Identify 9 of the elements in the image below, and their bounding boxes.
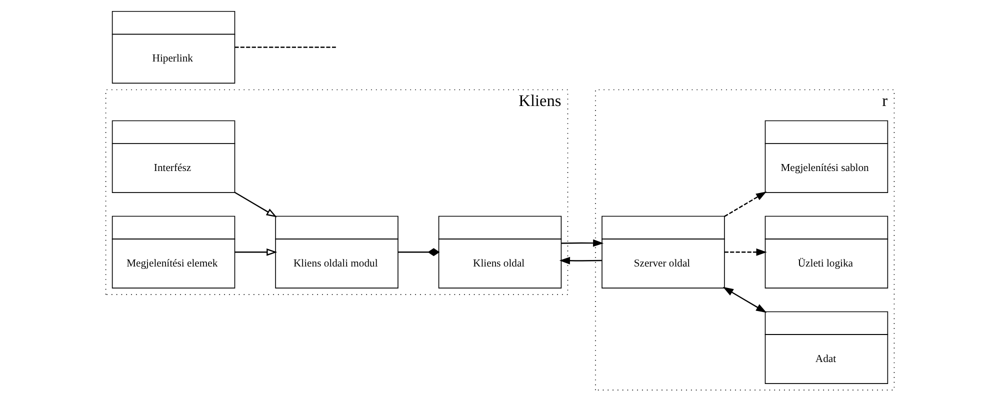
arrow: [234, 248, 278, 256]
arrow: [724, 192, 767, 217]
arrow: [559, 256, 602, 264]
arrow: [722, 286, 767, 313]
arrow: [561, 239, 604, 247]
connector: [234, 46, 336, 48]
arrow: [234, 192, 277, 218]
arrow: [724, 248, 767, 256]
connector: [398, 248, 440, 256]
